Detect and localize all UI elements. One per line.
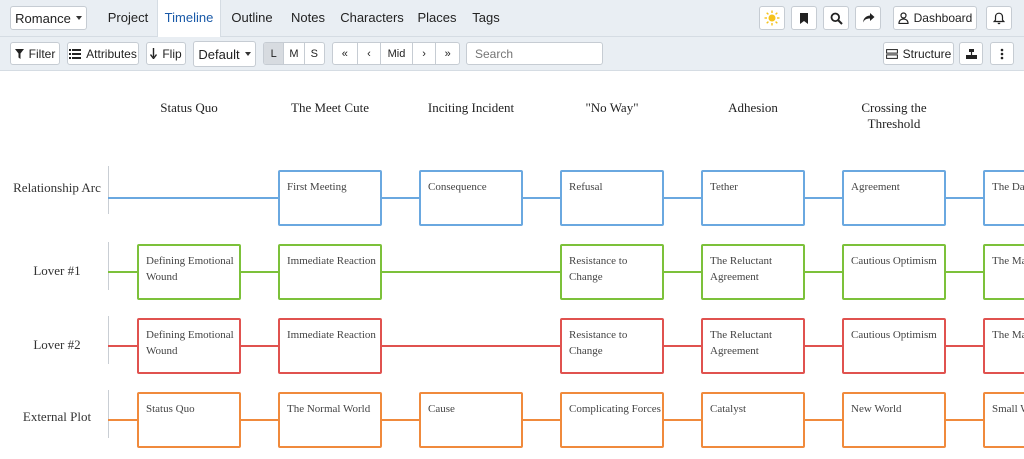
scene-card[interactable]: Status Quo [137, 392, 241, 448]
filter-button[interactable]: Filter [10, 42, 60, 65]
bell-icon [993, 12, 1005, 24]
scene-card[interactable]: Cautious Optimism [842, 244, 946, 300]
scene-card[interactable]: Tether [701, 170, 805, 226]
row-divider [108, 390, 109, 438]
filter-icon [14, 48, 24, 59]
tab-tags[interactable]: Tags [472, 10, 500, 25]
scene-card[interactable]: The Ma [983, 318, 1024, 374]
scene-card[interactable]: The Da [983, 170, 1024, 226]
user-icon [898, 12, 909, 24]
scroll-right-button[interactable]: › [411, 43, 436, 64]
flip-label: Flip [162, 46, 182, 61]
share-button[interactable] [855, 6, 881, 30]
scroll-end-button[interactable]: » [435, 43, 459, 64]
timeline-toolbar: Filter Attributes Flip Default L M S « ‹… [0, 37, 1024, 71]
tab-characters[interactable]: Characters [340, 10, 404, 25]
scene-card[interactable]: First Meeting [278, 170, 382, 226]
size-selector: L M S [263, 42, 325, 65]
size-l-button[interactable]: L [264, 43, 284, 64]
search-icon [830, 12, 843, 25]
scene-card[interactable]: The Normal World [278, 392, 382, 448]
column-title[interactable]: Crossing the Threshold [861, 100, 927, 131]
column-title[interactable]: "No Way" [585, 100, 639, 115]
export-button[interactable] [959, 42, 983, 65]
more-vertical-icon [1000, 48, 1004, 59]
project-label: Romance [15, 10, 71, 26]
scene-card[interactable]: Agreement [842, 170, 946, 226]
scroll-left-button[interactable]: ‹ [356, 43, 381, 64]
filter-label: Filter [28, 46, 56, 61]
structure-button[interactable]: Structure [883, 42, 954, 65]
tab-project[interactable]: Project [107, 10, 149, 25]
bookmark-icon [800, 12, 808, 24]
project-select[interactable]: Romance [10, 6, 87, 30]
scene-card[interactable]: New World [842, 392, 946, 448]
dashboard-label: Dashboard [913, 11, 973, 25]
top-nav: Romance Project Timeline Outline Notes C… [0, 0, 1024, 37]
size-s-button[interactable]: S [303, 43, 324, 64]
row-divider [108, 316, 109, 364]
scene-card[interactable]: Defining Emotional Wound [137, 318, 241, 374]
scene-card[interactable]: Defining Emotional Wound [137, 244, 241, 300]
tab-places[interactable]: Places [417, 10, 457, 25]
row-title[interactable]: External Plot [22, 409, 92, 424]
scene-card[interactable]: Cause [419, 392, 523, 448]
structure-icon [885, 48, 898, 59]
arrow-down-icon [150, 48, 158, 59]
attributes-label: Attributes [86, 46, 137, 61]
column-title[interactable]: The Meet Cute [291, 100, 369, 115]
search-input[interactable] [466, 42, 603, 65]
scene-card[interactable]: Small W [983, 392, 1024, 448]
scene-card[interactable]: Complicating Forces [560, 392, 664, 448]
timeline-canvas: Status Quo The Meet Cute Inciting Incident… [0, 72, 1024, 459]
structure-label: Structure [902, 46, 952, 61]
tab-notes[interactable]: Notes [291, 10, 325, 25]
row-title[interactable]: Lover #1 [33, 263, 81, 278]
scene-card[interactable]: The Reluctant Agreement [701, 244, 805, 300]
column-title[interactable]: C [975, 100, 1024, 116]
scene-card[interactable]: Resistance to Change [560, 318, 664, 374]
chevron-down-icon [75, 16, 82, 20]
scene-card[interactable]: Resistance to Change [560, 244, 664, 300]
more-options-button[interactable] [990, 42, 1014, 65]
column-title[interactable]: Status Quo [160, 100, 218, 115]
notifications-button[interactable] [986, 6, 1012, 30]
search-button[interactable] [823, 6, 849, 30]
scene-card[interactable]: Consequence [419, 170, 523, 226]
scroll-start-button[interactable]: « [341, 47, 348, 60]
view-select[interactable]: Default [193, 41, 256, 67]
bookmark-button[interactable] [791, 6, 817, 30]
tab-outline[interactable]: Outline [231, 10, 273, 25]
row-divider [108, 242, 109, 290]
scene-card[interactable]: The Reluctant Agreement [701, 318, 805, 374]
scene-card[interactable]: Immediate Reaction [278, 244, 382, 300]
chevron-down-icon [244, 52, 251, 56]
scroll-nav: « ‹ Mid › » [332, 42, 460, 65]
scene-card[interactable]: Immediate Reaction [278, 318, 382, 374]
attributes-button[interactable]: Attributes [67, 42, 139, 65]
scene-card[interactable]: Catalyst [701, 392, 805, 448]
column-title[interactable]: Adhesion [728, 100, 778, 115]
row-title[interactable]: Lover #2 [33, 337, 81, 352]
tab-timeline[interactable]: Timeline [157, 0, 221, 37]
row-title[interactable]: Relationship Arc [13, 180, 101, 195]
view-label: Default [198, 46, 240, 62]
theme-toggle-button[interactable] [759, 6, 785, 30]
scene-card[interactable]: The Ma [983, 244, 1024, 300]
scene-card[interactable]: Cautious Optimism [842, 318, 946, 374]
list-icon [69, 48, 82, 59]
size-m-button[interactable]: M [283, 43, 303, 64]
export-icon [965, 48, 977, 59]
row-divider [108, 166, 109, 214]
sun-icon [764, 10, 780, 26]
flip-button[interactable]: Flip [146, 42, 186, 65]
share-icon [862, 13, 874, 23]
scene-card[interactable]: Refusal [560, 170, 664, 226]
column-title[interactable]: Inciting Incident [427, 100, 515, 115]
dashboard-button[interactable]: Dashboard [893, 6, 977, 30]
scroll-mid-button[interactable]: Mid [380, 43, 412, 64]
